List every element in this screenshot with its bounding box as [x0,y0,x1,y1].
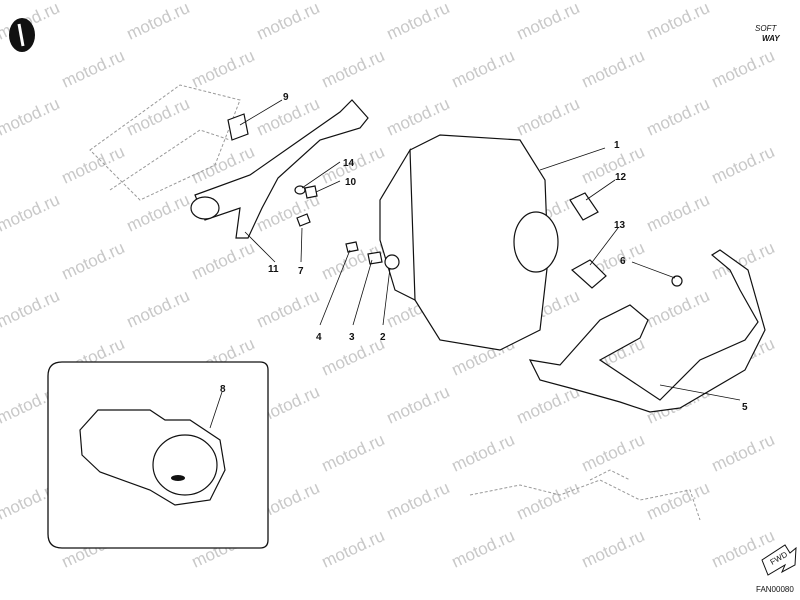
watermark-text: motod.ru [644,0,713,44]
watermark-text: motod.ru [254,286,323,332]
frame-sketch-faint [89,84,241,201]
watermark-text: motod.ru [59,238,128,284]
brand-logo: SOFT WAY [755,24,780,43]
bulb-12 [569,192,599,221]
bulb-13 [570,259,607,289]
callout-6: 6 [620,256,626,267]
callout-7: 7 [298,266,304,277]
fwd-arrow-icon [761,544,797,576]
watermark-text: motod.ru [124,0,193,44]
watermark-text: motod.ru [514,0,583,44]
brand-line-2: WAY [762,34,780,43]
logo-icon [9,18,35,52]
watermark-text: motod.ru [319,430,388,476]
watermark-text: motod.ru [644,286,713,332]
watermark-text: motod.ru [319,526,388,572]
bolt-6 [671,275,683,287]
wiring-sketch-faint [469,469,701,521]
callout-1: 1 [614,140,620,151]
lower-stay [528,249,766,413]
watermark-text: motod.ru [384,0,453,44]
callout-4: 4 [316,332,322,343]
watermark-text: motod.ru [384,382,453,428]
watermark-text: motod.ru [709,430,778,476]
watermark-text: motod.ru [579,46,648,92]
callout-8: 8 [220,384,226,395]
watermark-text: motod.ru [644,190,713,236]
callout-9: 9 [283,92,289,103]
callout-2: 2 [380,332,386,343]
watermark-text: motod.ru [189,46,258,92]
callout-14: 14 [343,158,355,169]
watermark-text: motod.ru [0,94,62,140]
brand-line-1: SOFT [755,24,777,33]
watermark-text: motod.ru [124,94,193,140]
watermark-text: motod.ru [0,190,62,236]
fasteners-left [294,185,318,227]
watermark-text: motod.ru [579,526,648,572]
watermark-text: motod.ru [59,142,128,188]
headlight-bracket [190,99,369,239]
callout-5: 5 [742,402,748,413]
callout-3: 3 [349,332,355,343]
watermark-text: motod.ru [449,46,518,92]
callout-13: 13 [614,220,626,231]
meter-inset [47,361,269,549]
watermark-text: motod.ru [644,478,713,524]
watermark-text: motod.ru [59,46,128,92]
watermark-text: motod.ru [449,430,518,476]
watermark-text: motod.ru [514,478,583,524]
screw-washer-set [345,241,400,270]
watermark-text: motod.ru [514,94,583,140]
watermark-text: motod.ru [124,190,193,236]
watermark-text: motod.ru [319,46,388,92]
watermark-text: motod.ru [189,238,258,284]
watermark-text: motod.ru [644,94,713,140]
watermark-text: motod.ru [0,286,62,332]
watermark-text: motod.ru [709,142,778,188]
callout-labels: 1 2 3 4 5 6 7 8 9 10 11 12 13 14 [220,92,748,413]
watermark-text: motod.ru [709,46,778,92]
watermark-text: motod.ru [384,94,453,140]
callout-11: 11 [268,264,279,275]
callout-10: 10 [345,177,357,188]
leader-lines [209,99,741,429]
watermark-text: motod.ru [384,478,453,524]
watermark-text: motod.ru [449,526,518,572]
diagram-code: FAN00080 [756,585,794,594]
callout-12: 12 [615,172,627,183]
watermark-text: motod.ru [254,0,323,44]
watermark-text: motod.ru [579,430,648,476]
watermark-text: motod.ru [124,286,193,332]
